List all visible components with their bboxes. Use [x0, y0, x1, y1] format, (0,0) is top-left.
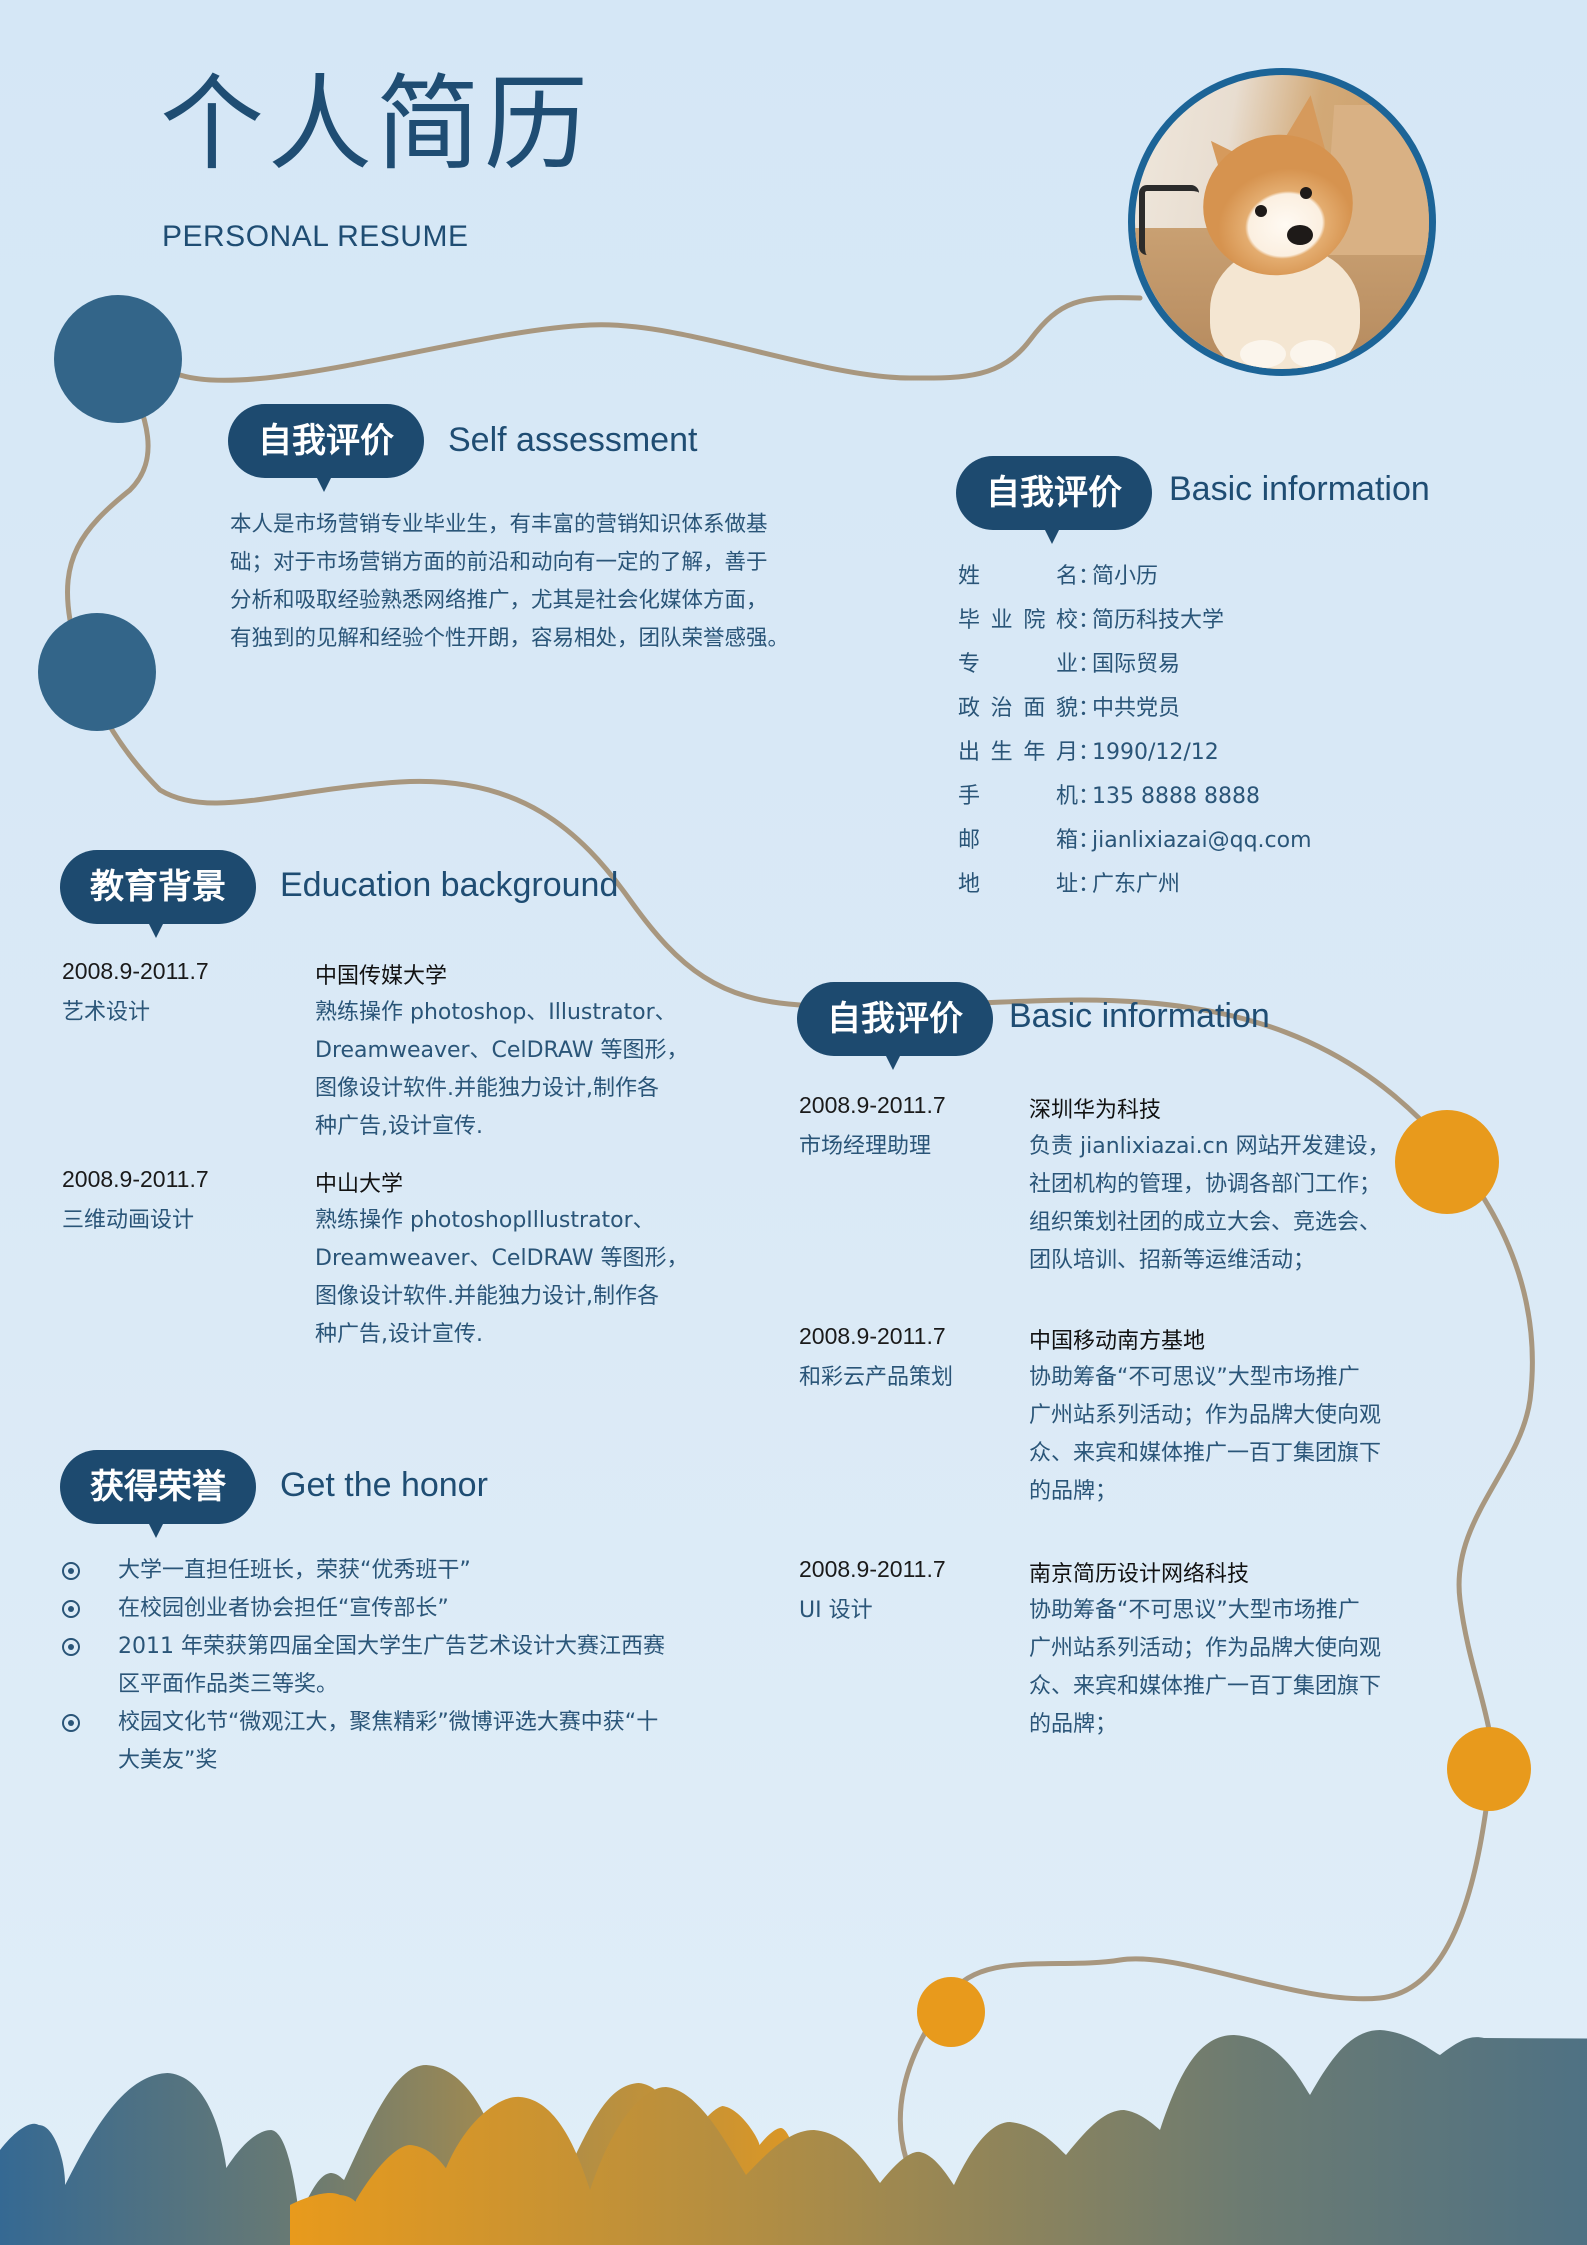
info-row-address: 地址：广东广州 [958, 872, 1181, 897]
bullet-circle-icon [62, 1600, 80, 1618]
entry-school: 中山大学 [315, 1172, 404, 1197]
entry-date: 2008.9-2011.7 [799, 1092, 946, 1118]
info-row-email: 邮箱：jianlixiazai@qq.com [958, 828, 1312, 853]
section-title-en: Self assessment [448, 421, 698, 459]
info-row-school: 毕业院校：简历科技大学 [958, 608, 1225, 633]
section-badge: 获得荣誉 [60, 1450, 256, 1538]
info-row-political-status: 政治面貌：中共党员 [958, 696, 1181, 721]
info-row-phone: 手机：135 8888 8888 [958, 784, 1260, 809]
entry-role: 市场经理助理 [799, 1134, 932, 1159]
text-line: 本人是市场营销专业毕业生，有丰富的营销知识体系做基 [230, 512, 768, 537]
entry-date: 2008.9-2011.7 [799, 1556, 946, 1582]
entry-role: UI 设计 [799, 1598, 873, 1623]
section-title-en: Education background [280, 866, 619, 904]
photo-dog-paw [1290, 340, 1336, 368]
section-badge: 自我评价 [797, 982, 993, 1070]
entry-date: 2008.9-2011.7 [62, 958, 209, 984]
info-row-birthdate: 出生年月：1990/12/12 [958, 740, 1219, 765]
bullet-circle-icon [62, 1562, 80, 1580]
section-title-en: Basic information [1169, 470, 1430, 508]
photo-dog-nose [1287, 225, 1313, 245]
node-orange-2 [1447, 1727, 1531, 1811]
entry-description: 熟练操作 photoshopIllustrator、 Dreamweaver、C… [315, 1208, 689, 1347]
entry-description: 负责 jianlixiazai.cn 网站开发建设， 社团机构的管理，协调各部门… [1029, 1134, 1390, 1273]
text-line: 有独到的见解和经验个性开朗，容易相处，团队荣誉感强。 [230, 626, 790, 651]
node-orange-1 [1395, 1110, 1499, 1214]
section-badge: 教育背景 [60, 850, 256, 938]
mountains-right [290, 2030, 1587, 2245]
node-blue-1 [54, 295, 182, 423]
entry-date: 2008.9-2011.7 [62, 1166, 209, 1192]
section-title-en: Get the honor [280, 1466, 488, 1504]
entry-school: 中国传媒大学 [315, 964, 448, 989]
bullet-circle-icon [62, 1714, 80, 1732]
entry-role: 和彩云产品策划 [799, 1365, 954, 1390]
text-line: 础；对于市场营销方面的前沿和动向有一定的了解，善于 [230, 550, 768, 575]
profile-photo [1128, 68, 1436, 376]
entry-major: 三维动画设计 [62, 1208, 195, 1233]
section-badge: 自我评价 [228, 404, 424, 492]
photo-dog-eye [1255, 205, 1267, 217]
section-title-en: Basic information [1009, 997, 1270, 1035]
entry-major: 艺术设计 [62, 1000, 151, 1025]
entry-company: 中国移动南方基地 [1029, 1329, 1206, 1354]
entry-date: 2008.9-2011.7 [799, 1323, 946, 1349]
bullet-circle-icon [62, 1638, 80, 1656]
timeline-curve [65, 295, 1535, 2245]
page-title: 个人简历 [160, 63, 593, 185]
self-assessment-text: 本人是市场营销专业毕业生，有丰富的营销知识体系做基 础；对于市场营销方面的前沿和… [230, 506, 850, 658]
entry-description: 协助筹备“不可思议”大型市场推广 广州站系列活动；作为品牌大使向观 众、来宾和媒… [1029, 1598, 1382, 1737]
photo-chair [1139, 185, 1199, 255]
photo-dog-eye [1300, 187, 1312, 199]
photo-dog-paw [1240, 340, 1286, 368]
entry-description: 熟练操作 photoshop、Illustrator、 Dreamweaver、… [315, 1000, 689, 1139]
node-blue-2 [38, 613, 156, 731]
text-line: 分析和吸取经验熟悉网络推广，尤其是社会化媒体方面， [230, 588, 768, 613]
section-badge: 自我评价 [956, 456, 1152, 544]
entry-description: 协助筹备“不可思议”大型市场推广 广州站系列活动；作为品牌大使向观 众、来宾和媒… [1029, 1365, 1382, 1504]
entry-company: 南京简历设计网络科技 [1029, 1562, 1250, 1587]
node-orange-3 [917, 1977, 985, 2047]
page-subtitle: PERSONAL RESUME [162, 220, 469, 253]
info-row-name: 姓名：简小历 [958, 564, 1159, 589]
entry-company: 深圳华为科技 [1029, 1098, 1162, 1123]
info-row-major: 专业：国际贸易 [958, 652, 1181, 677]
